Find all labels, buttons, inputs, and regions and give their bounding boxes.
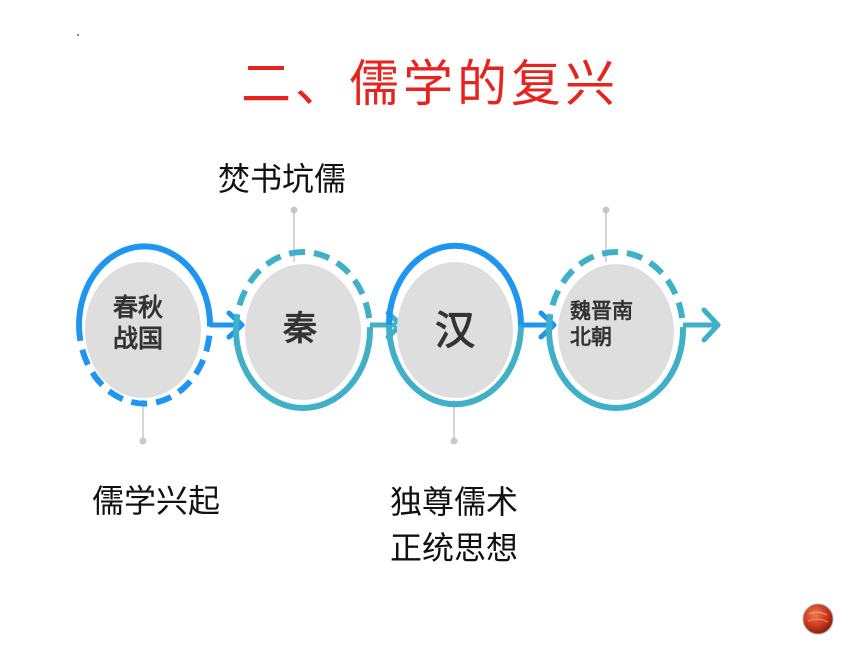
chevron-right-icon	[683, 307, 721, 343]
node-chunqiu-zhanguo	[76, 243, 213, 407]
node-weijin-nanbeichao	[546, 249, 686, 411]
connector-pins	[139, 206, 610, 445]
chevron-right-icon	[521, 310, 557, 340]
circle-badge-icon	[802, 603, 834, 635]
caption-chunqiu: 儒学兴起	[92, 482, 221, 520]
node-label-line: 战国	[112, 324, 163, 354]
slide-title: 二、儒学的复兴	[241, 55, 619, 113]
caption-qin: 焚书坑儒	[218, 160, 347, 198]
node-label-qin: 秦	[283, 309, 317, 349]
node-han	[386, 242, 524, 408]
caption-line: 正统思想	[390, 529, 519, 568]
caption-line: 独尊儒术	[390, 483, 519, 521]
node-qin	[233, 249, 373, 411]
node-label-line: 魏晋南	[570, 299, 633, 323]
node-label-chunqiu: 春秋 战国	[98, 292, 178, 355]
node-label-line: 北朝	[570, 325, 612, 350]
node-label-line: 春秋	[112, 293, 163, 322]
caption-han: 独尊儒术 正统思想	[390, 479, 518, 572]
node-label-weijin: 魏晋南 北朝	[570, 298, 650, 351]
decorative-dot	[77, 34, 79, 36]
chevron-right-icon	[370, 310, 404, 340]
node-label-han: 汉	[435, 308, 475, 354]
